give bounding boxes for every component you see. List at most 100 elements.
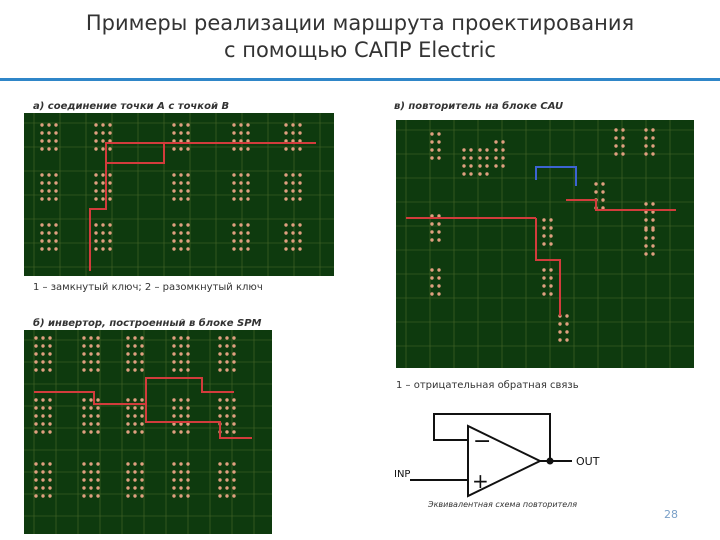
pad [462, 172, 466, 176]
pad [232, 486, 236, 490]
pad [96, 430, 100, 434]
output-route [566, 199, 676, 211]
pad [82, 368, 86, 372]
pad [172, 494, 176, 498]
slide-title: Примеры реализации маршрута проектирован… [0, 10, 720, 64]
pad [101, 189, 105, 193]
pad [96, 414, 100, 418]
pad [34, 494, 38, 498]
pad [485, 156, 489, 160]
pad [179, 462, 183, 466]
pad [140, 360, 144, 364]
pad [101, 247, 105, 251]
pad [172, 336, 176, 340]
pad [186, 368, 190, 372]
pad [218, 352, 222, 356]
pad [126, 406, 130, 410]
pad [186, 123, 190, 127]
pad [430, 284, 434, 288]
pad [48, 398, 52, 402]
pad [225, 344, 229, 348]
pad [186, 360, 190, 364]
pad [94, 231, 98, 235]
pad [430, 230, 434, 234]
panel-a-layout [24, 113, 334, 276]
pad [232, 147, 236, 151]
pad [41, 470, 45, 474]
pad [437, 222, 441, 226]
pad [469, 156, 473, 160]
pad [34, 470, 38, 474]
pad [501, 156, 505, 160]
pad [225, 368, 229, 372]
pad [246, 223, 250, 227]
pad [549, 218, 553, 222]
pad [225, 430, 229, 434]
pad [186, 352, 190, 356]
pad [594, 190, 598, 194]
pad [186, 336, 190, 340]
pad [96, 486, 100, 490]
pad [89, 430, 93, 434]
pad [108, 189, 112, 193]
pad [101, 123, 105, 127]
pad [218, 414, 222, 418]
pad [614, 128, 618, 132]
pad [462, 148, 466, 152]
pad [651, 152, 655, 156]
pad [140, 462, 144, 466]
pad [96, 470, 100, 474]
pad [614, 144, 618, 148]
pad [172, 430, 176, 434]
pad [101, 197, 105, 201]
pad [284, 173, 288, 177]
pad [186, 398, 190, 402]
pad [172, 139, 176, 143]
pad [246, 197, 250, 201]
pad [232, 139, 236, 143]
pad [101, 131, 105, 135]
pad [558, 322, 562, 326]
pad [108, 147, 112, 151]
pad [644, 144, 648, 148]
pad [41, 344, 45, 348]
pad [430, 276, 434, 280]
pad [186, 223, 190, 227]
pad [34, 368, 38, 372]
pad [186, 486, 190, 490]
pad [542, 292, 546, 296]
pad [239, 123, 243, 127]
pad [140, 414, 144, 418]
pad [89, 414, 93, 418]
pad [108, 181, 112, 185]
pad [82, 406, 86, 410]
pad [179, 368, 183, 372]
pad [284, 123, 288, 127]
pad [133, 368, 137, 372]
pad [172, 360, 176, 364]
pad [96, 494, 100, 498]
pad [40, 131, 44, 135]
pad [54, 131, 58, 135]
panel-c-layout [396, 120, 694, 368]
pad [108, 197, 112, 201]
pad [133, 344, 137, 348]
pad [298, 247, 302, 251]
pad [549, 234, 553, 238]
pad [41, 462, 45, 466]
pad [82, 352, 86, 356]
pad [48, 336, 52, 340]
title-line-1: Примеры реализации маршрута проектирован… [85, 11, 635, 35]
pad [48, 360, 52, 364]
pad [40, 139, 44, 143]
pad [101, 223, 105, 227]
pad [94, 189, 98, 193]
pad [172, 414, 176, 418]
pad [651, 228, 655, 232]
pad [437, 214, 441, 218]
pad [47, 181, 51, 185]
pad [172, 197, 176, 201]
pad [218, 406, 222, 410]
pad [186, 430, 190, 434]
pad [140, 430, 144, 434]
